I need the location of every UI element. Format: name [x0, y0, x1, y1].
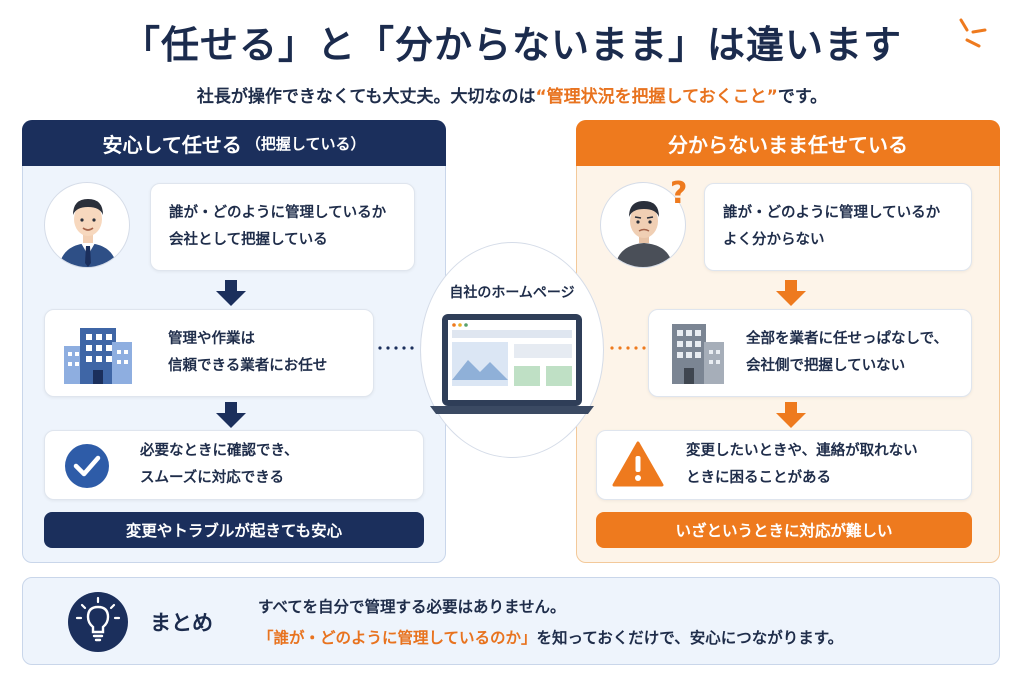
left-card-2-text: 必要なときに確認でき、 スムーズに対応できる: [140, 438, 298, 492]
right-bubble-line1: 誰が・どのように管理しているか: [723, 205, 941, 221]
right-card-2-line1: 変更したいときや、連絡が取れない: [686, 443, 918, 459]
right-panel-header: 分からないまま任せている: [576, 120, 1000, 166]
sparkle-icon: [959, 18, 987, 48]
check-circle-icon: [65, 444, 109, 488]
down-arrow-icon: [216, 402, 246, 428]
right-card-1-line1: 全部を業者に任せっぱなしで、: [746, 331, 948, 347]
left-card-1-line1: 管理や作業は: [168, 331, 255, 347]
confused-person-icon: [600, 182, 686, 268]
left-bubble-line2: 会社として把握している: [169, 232, 328, 248]
right-bubble-line2: よく分からない: [723, 232, 825, 248]
right-card-2-text: 変更したいときや、連絡が取れない ときに困ることがある: [686, 438, 918, 492]
down-arrow-icon: [776, 402, 806, 428]
left-panel-header: 安心して任せる（把握している）: [22, 120, 446, 166]
page-title: 「任せる」と「分からないまま」は違います: [121, 23, 902, 67]
left-card-2-line2: スムーズに対応できる: [140, 470, 284, 486]
gray-building-icon: [672, 324, 724, 384]
left-card-1-text: 管理や作業は 信頼できる業者にお任せ: [168, 326, 327, 380]
right-card-1-text: 全部を業者に任せっぱなしで、 会社側で把握していない: [746, 326, 948, 380]
warning-icon: [612, 441, 664, 487]
question-mark-icon: ?: [670, 176, 688, 211]
left-bubble: 誰が・どのように管理しているか 会社として把握している: [150, 183, 415, 271]
dotted-connector-left: [378, 346, 414, 350]
dotted-connector-right: [610, 346, 646, 350]
down-arrow-icon: [216, 280, 246, 306]
left-card-1-line2: 信頼できる業者にお任せ: [168, 358, 328, 374]
left-footer-bar: 変更やトラブルが起きても安心: [44, 512, 424, 548]
summary-line1: すべてを自分で管理する必要はありません。: [258, 598, 566, 616]
laptop-icon: [430, 314, 594, 414]
right-bubble: 誰が・どのように管理しているか よく分からない: [704, 183, 972, 271]
left-card-2-line1: 必要なときに確認でき、: [140, 443, 299, 459]
right-card-2-line2: ときに困ることがある: [686, 470, 831, 486]
businessman-icon: [44, 182, 130, 268]
subtitle: 社長が操作できなくても大丈夫。大切なのは“管理状況を把握しておくこと”です。: [196, 87, 828, 107]
homepage-label: 自社のホームページ: [449, 285, 575, 301]
office-building-icon: [64, 328, 132, 384]
lightbulb-icon: [68, 592, 128, 652]
summary-title: まとめ: [150, 611, 213, 635]
right-card-1-line2: 会社側で把握していない: [746, 358, 906, 374]
summary-box: [22, 577, 1000, 665]
right-footer-bar: いざというときに対応が難しい: [596, 512, 972, 548]
right-card-2: [596, 430, 972, 500]
down-arrow-icon: [776, 280, 806, 306]
left-bubble-line1: 誰が・どのように管理しているか: [169, 205, 387, 221]
summary-line2: 「誰が・どのように管理しているのか」を知っておくだけで、安心につながります。: [258, 629, 844, 647]
